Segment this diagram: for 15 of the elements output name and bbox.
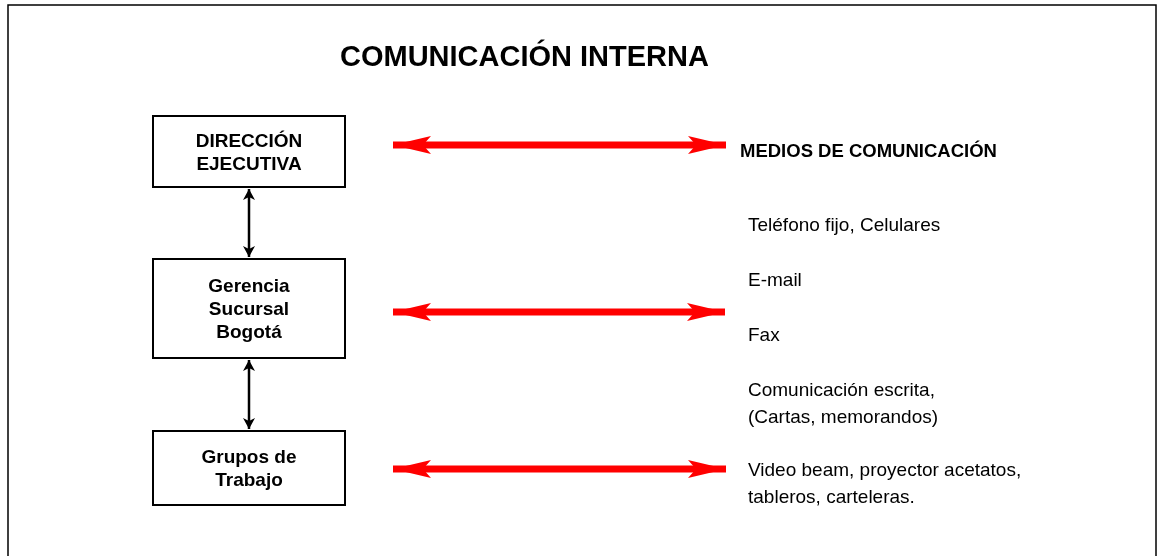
process-box [152,430,346,506]
node-text: Grupos de Trabajo [200,445,298,491]
process-box [152,115,346,188]
medium-label: Teléfono fijo, Celulares [748,213,942,237]
node-text: MEDIOS DE COMUNICACIÓN [740,138,997,162]
diagram-title: COMUNICACIÓN INTERNA [340,38,709,74]
process-box [152,258,346,359]
arrow [243,360,255,429]
node-text: DIRECCIÓN EJECUTIVA [194,128,304,175]
node-text: Video beam, proyector acetatos, tableros, carteleras. [747,458,1023,509]
arrow [243,189,255,257]
medium-label: Comunicación escrita, (Cartas, memorandos) [748,378,940,429]
medium-label: Fax [748,323,781,347]
medium-label: E-mail [748,268,803,292]
node-text: Gerencia Sucursal Bogotá [207,274,291,343]
